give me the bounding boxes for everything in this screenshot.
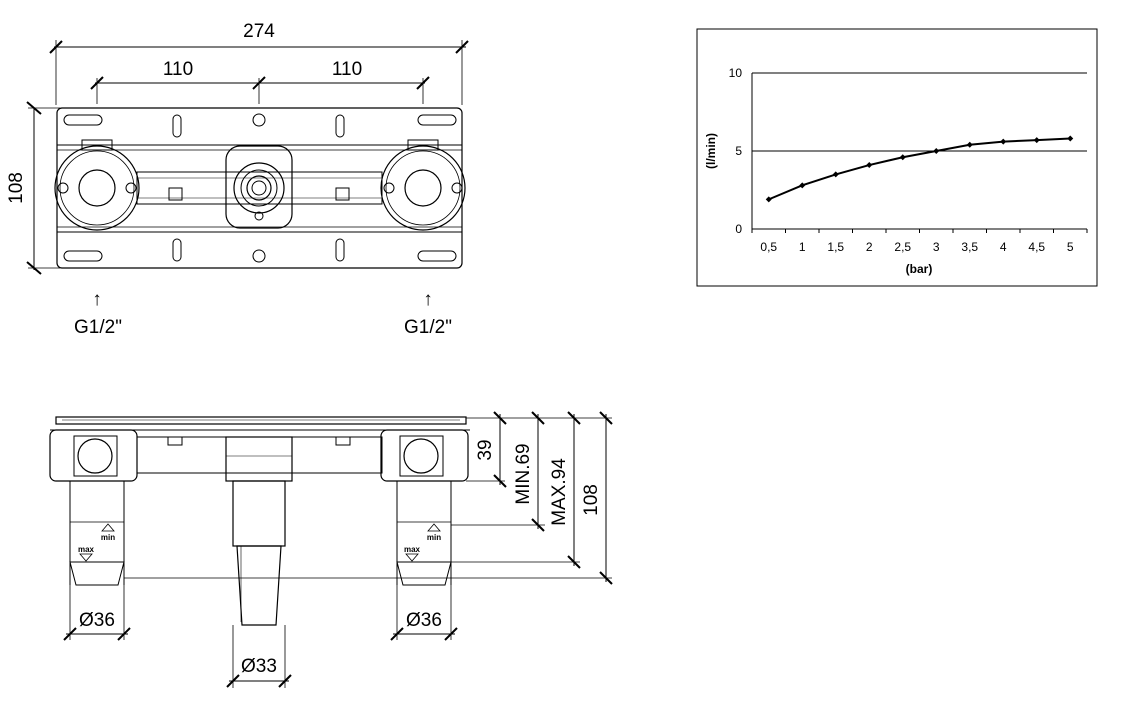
mounting-plate <box>56 107 463 269</box>
chart-y-tick-label: 5 <box>735 144 742 158</box>
chart-data-point <box>1000 138 1007 145</box>
flow-chart: 0 5 10 0,5 1 1,5 2 2,5 3 3,5 4 4,5 5 (bar) (l/min) <box>696 28 1098 287</box>
chart-data-point <box>1033 137 1040 144</box>
chart-data-point <box>866 162 873 169</box>
chart-data-point <box>899 154 906 161</box>
dim-110: 110 110 <box>90 59 430 104</box>
dim-39-label: 39 <box>475 439 496 460</box>
mounting-hole <box>252 113 266 127</box>
chart-data-point <box>933 148 940 154</box>
dim-max-94-label: MAX.94 <box>549 458 570 526</box>
inlet-left <box>54 139 140 231</box>
square-window <box>335 187 350 201</box>
dim-diam-36-left: Ø36 <box>63 585 131 641</box>
side-plate <box>55 416 467 425</box>
dim-min-69-label: MIN.69 <box>513 443 534 504</box>
chart-series-line <box>768 137 1071 201</box>
slot <box>417 114 457 126</box>
side-right-max-label: max <box>404 545 421 554</box>
chart-data-point <box>799 182 806 189</box>
inlet-right <box>380 139 466 231</box>
chart-x-tick-label: 2,5 <box>894 240 911 254</box>
chart-xlabel: (bar) <box>906 262 933 276</box>
chart-x-tick-label: 1,5 <box>827 240 844 254</box>
outlet-center <box>225 145 293 229</box>
chart-x-tick-label: 1 <box>799 240 806 254</box>
dim-108-side-label: 108 <box>581 484 602 516</box>
chart-x-tick-label: 3,5 <box>961 240 978 254</box>
side-left-max-label: max <box>78 545 95 554</box>
side-outlet-center <box>225 436 293 626</box>
dim-diam-33: Ø33 <box>226 625 292 688</box>
chart-data-point <box>832 171 839 178</box>
slot <box>172 238 182 262</box>
inlet-left-label: G1/2" <box>74 317 122 338</box>
chart-data-point <box>765 196 772 203</box>
slot <box>63 114 103 126</box>
mounting-hole <box>252 249 266 263</box>
dim-diam-36-left-label: Ø36 <box>79 610 115 631</box>
side-view: min max min max <box>49 411 613 688</box>
slot <box>417 250 457 262</box>
slot <box>335 238 345 262</box>
dim-diam-33-label: Ø33 <box>241 656 277 677</box>
chart-x-tick-label: 5 <box>1067 240 1074 254</box>
side-inlet-left: min max <box>49 429 138 586</box>
chart-y-tick-label: 10 <box>729 66 743 80</box>
side-left-min-label: min <box>101 533 115 542</box>
dim-108-front-label: 108 <box>6 172 27 204</box>
dim-vertical-set: 39 MIN.69 MAX.94 108 <box>124 411 613 585</box>
slot <box>63 250 103 262</box>
inlet-right-label: G1/2" <box>404 317 452 338</box>
dim-108-front: 108 <box>6 101 60 275</box>
body-bar <box>136 171 383 205</box>
chart-x-tick-label: 0,5 <box>760 240 777 254</box>
side-inlet-right: min max <box>380 429 469 586</box>
dim-274: 274 <box>49 21 469 105</box>
chart-frame <box>696 28 1098 287</box>
front-view: 274 110 110 108 <box>6 21 469 338</box>
dim-diam-36-right-label: Ø36 <box>406 610 442 631</box>
chart-data-point <box>966 141 973 148</box>
chart-grid <box>752 72 1087 152</box>
side-right-min-label: min <box>427 533 441 542</box>
chart-series <box>765 135 1074 203</box>
inlet-arrow-left: ↑ <box>92 289 102 310</box>
chart-y-tick-label: 0 <box>735 222 742 236</box>
chart-ylabel: (l/min) <box>704 133 718 169</box>
square-window <box>168 187 183 201</box>
slot <box>335 114 345 138</box>
chart-data-point <box>1067 135 1074 142</box>
dim-diam-36-right: Ø36 <box>390 585 458 641</box>
dim-274-label: 274 <box>243 21 275 42</box>
side-body <box>136 436 383 474</box>
chart-x-tick-label: 3 <box>933 240 940 254</box>
chart-x-tick-label: 4,5 <box>1028 240 1045 254</box>
chart-axes: 0 5 10 0,5 1 1,5 2 2,5 3 3,5 4 4,5 5 <box>729 66 1088 254</box>
dim-110-right-label: 110 <box>332 59 362 80</box>
inlet-arrow-right: ↑ <box>423 289 433 310</box>
chart-x-tick-label: 2 <box>866 240 873 254</box>
chart-x-tick-label: 4 <box>1000 240 1007 254</box>
dim-110-left-label: 110 <box>163 59 193 80</box>
slot <box>172 114 182 138</box>
